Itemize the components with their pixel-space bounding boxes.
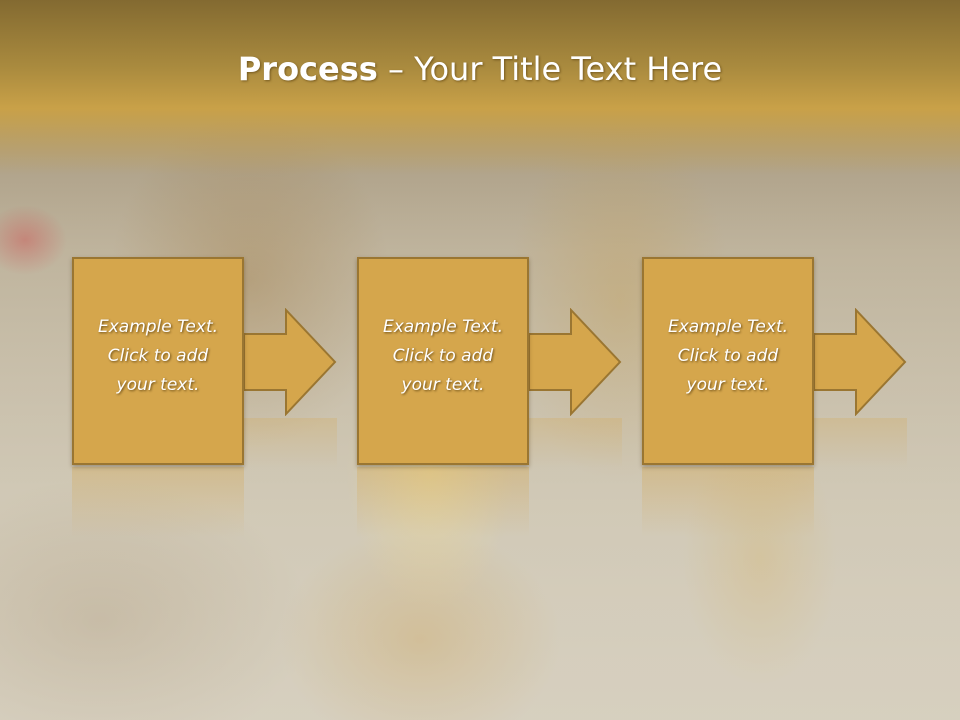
step-1-reflection: [72, 467, 244, 537]
step-2-text: Example Text. Click to add your text.: [382, 317, 504, 395]
title-strong: Process: [237, 50, 378, 88]
step-1-text: Example Text. Click to add your text.: [97, 317, 219, 395]
step-3-box[interactable]: Example Text. Click to add your text.: [642, 257, 814, 465]
arrow-1-reflection: [243, 418, 337, 468]
step-3-text: Example Text. Click to add your text.: [667, 317, 789, 395]
title-rest: – Your Title Text Here: [377, 50, 723, 88]
step-2-reflection: [357, 467, 529, 537]
arrow-3-reflection: [813, 418, 907, 468]
arrow-1-icon: [243, 308, 337, 416]
arrow-2-icon: [528, 308, 622, 416]
slide-title[interactable]: Process – Your Title Text Here: [0, 50, 960, 88]
step-2-box[interactable]: Example Text. Click to add your text.: [357, 257, 529, 465]
step-3-reflection: [642, 467, 814, 537]
step-1-box[interactable]: Example Text. Click to add your text.: [72, 257, 244, 465]
arrow-2-reflection: [528, 418, 622, 468]
title-band: [0, 0, 960, 175]
arrow-3-icon: [813, 308, 907, 416]
